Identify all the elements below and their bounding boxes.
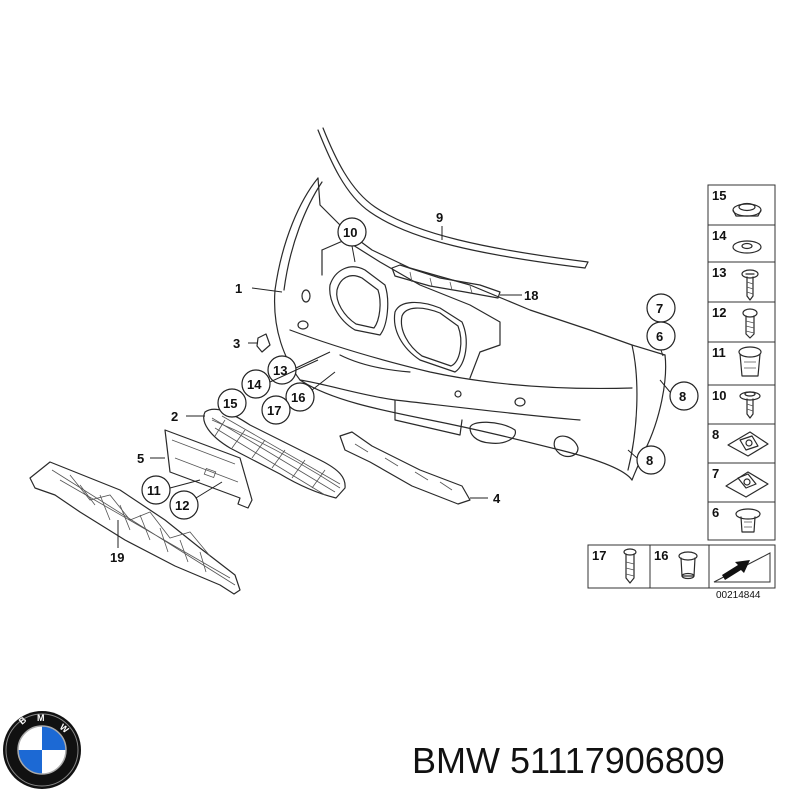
callout-10: 10 <box>343 225 357 240</box>
washer-icon <box>732 240 762 254</box>
legend-label-13: 13 <box>712 265 726 280</box>
spring-clip-icon <box>725 471 769 498</box>
part-9-trim-strip <box>317 127 589 269</box>
part-4-lower-bracket <box>339 431 471 505</box>
plug-icon <box>678 551 698 580</box>
part-number-caption: BMW 51117906809 <box>412 740 725 782</box>
callouts: 1 3 2 5 19 4 9 18 10 13 14 15 <box>110 210 699 565</box>
legend-label-7: 7 <box>712 466 719 481</box>
washer-screw-icon <box>739 391 761 419</box>
legend-label-16: 16 <box>654 548 668 563</box>
arrow-symbol-icon <box>713 552 771 583</box>
bmw-roundel-icon: B M W <box>3 711 81 789</box>
push-clip-icon <box>735 508 761 533</box>
callout-8-lower: 8 <box>646 453 653 468</box>
callout-14: 14 <box>247 377 262 392</box>
bottom-legend: 17 16 <box>587 544 776 589</box>
brand-name: BMW <box>412 740 500 781</box>
callout-8-upper: 8 <box>679 389 686 404</box>
legend-label-6: 6 <box>712 505 719 520</box>
callout-15: 15 <box>223 396 237 411</box>
svg-text:M: M <box>37 713 45 723</box>
callout-13: 13 <box>273 363 287 378</box>
callout-18: 18 <box>524 288 538 303</box>
self-tapping-screw-icon <box>742 308 758 339</box>
legend-label-17: 17 <box>592 548 606 563</box>
part-18-bracket <box>391 264 501 299</box>
callout-4: 4 <box>493 491 501 506</box>
screw-icon <box>741 269 759 301</box>
part-1-bumper-cover <box>273 177 667 481</box>
legend-label-15: 15 <box>712 188 726 203</box>
part-5-plate-bracket <box>164 429 253 509</box>
legend-label-12: 12 <box>712 305 726 320</box>
legend-label-8: 8 <box>712 427 719 442</box>
callout-17: 17 <box>267 403 281 418</box>
legend-label-11: 11 <box>712 345 726 360</box>
callout-19: 19 <box>110 550 124 565</box>
document-id: 00214844 <box>716 590 761 601</box>
expanding-nut-icon <box>738 346 762 377</box>
part-3-clip <box>256 333 271 353</box>
callout-3: 3 <box>233 336 240 351</box>
svg-text:B: B <box>17 714 29 726</box>
part-2-grille-mesh <box>203 408 346 499</box>
callout-9: 9 <box>436 210 443 225</box>
callout-5: 5 <box>137 451 144 466</box>
grommet-icon <box>732 202 762 217</box>
bolt-icon <box>623 548 637 584</box>
callout-16: 16 <box>291 390 305 405</box>
part-19-lower-guide <box>29 461 241 595</box>
legend-label-10: 10 <box>712 388 726 403</box>
clip-nut-icon <box>727 431 769 457</box>
fastener-legend: 15 14 13 12 11 10 8 7 6 <box>707 184 776 541</box>
legend-label-14: 14 <box>712 228 727 243</box>
callout-6: 6 <box>656 329 663 344</box>
callout-11: 11 <box>147 483 161 498</box>
callout-7: 7 <box>656 301 663 316</box>
part-number: 51117906809 <box>510 740 725 781</box>
callout-1: 1 <box>235 281 242 296</box>
callout-12: 12 <box>175 498 189 513</box>
callout-2: 2 <box>171 409 178 424</box>
